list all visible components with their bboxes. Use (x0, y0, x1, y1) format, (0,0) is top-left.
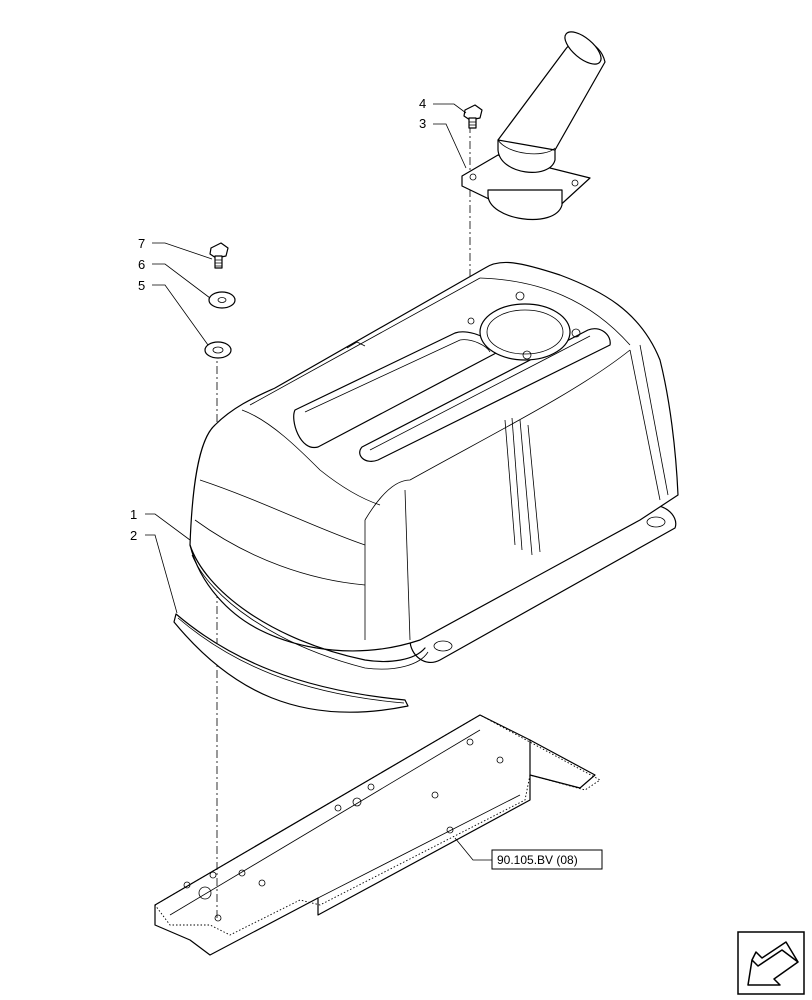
callout-6: 6 (138, 257, 145, 272)
engine-hood (189, 261, 679, 670)
leader-1 (145, 513, 191, 541)
washer-5 (204, 341, 232, 359)
leader-4 (433, 103, 467, 114)
leader-ref (454, 837, 492, 861)
bracket-frame (154, 714, 601, 956)
callout-7: 7 (138, 236, 145, 251)
washer-6 (208, 291, 236, 309)
callout-2: 2 (130, 528, 137, 543)
leader-5 (152, 284, 209, 346)
callout-4: 4 (419, 96, 426, 111)
leader-6 (152, 263, 211, 299)
callout-5: 5 (138, 278, 145, 293)
callout-1: 1 (130, 507, 137, 522)
reference-link[interactable]: 90.105.BV (08) (491, 849, 603, 870)
next-page-arrow-icon[interactable] (737, 931, 805, 995)
exhaust-pipe (461, 31, 606, 220)
callout-3: 3 (419, 116, 426, 131)
seal-strip (173, 613, 409, 713)
reference-label: 90.105.BV (08) (497, 853, 578, 867)
leader-2 (145, 534, 178, 614)
leader-7 (152, 242, 213, 260)
bolt-4 (463, 104, 483, 129)
bolt-7 (209, 242, 229, 269)
leader-3 (433, 123, 467, 169)
